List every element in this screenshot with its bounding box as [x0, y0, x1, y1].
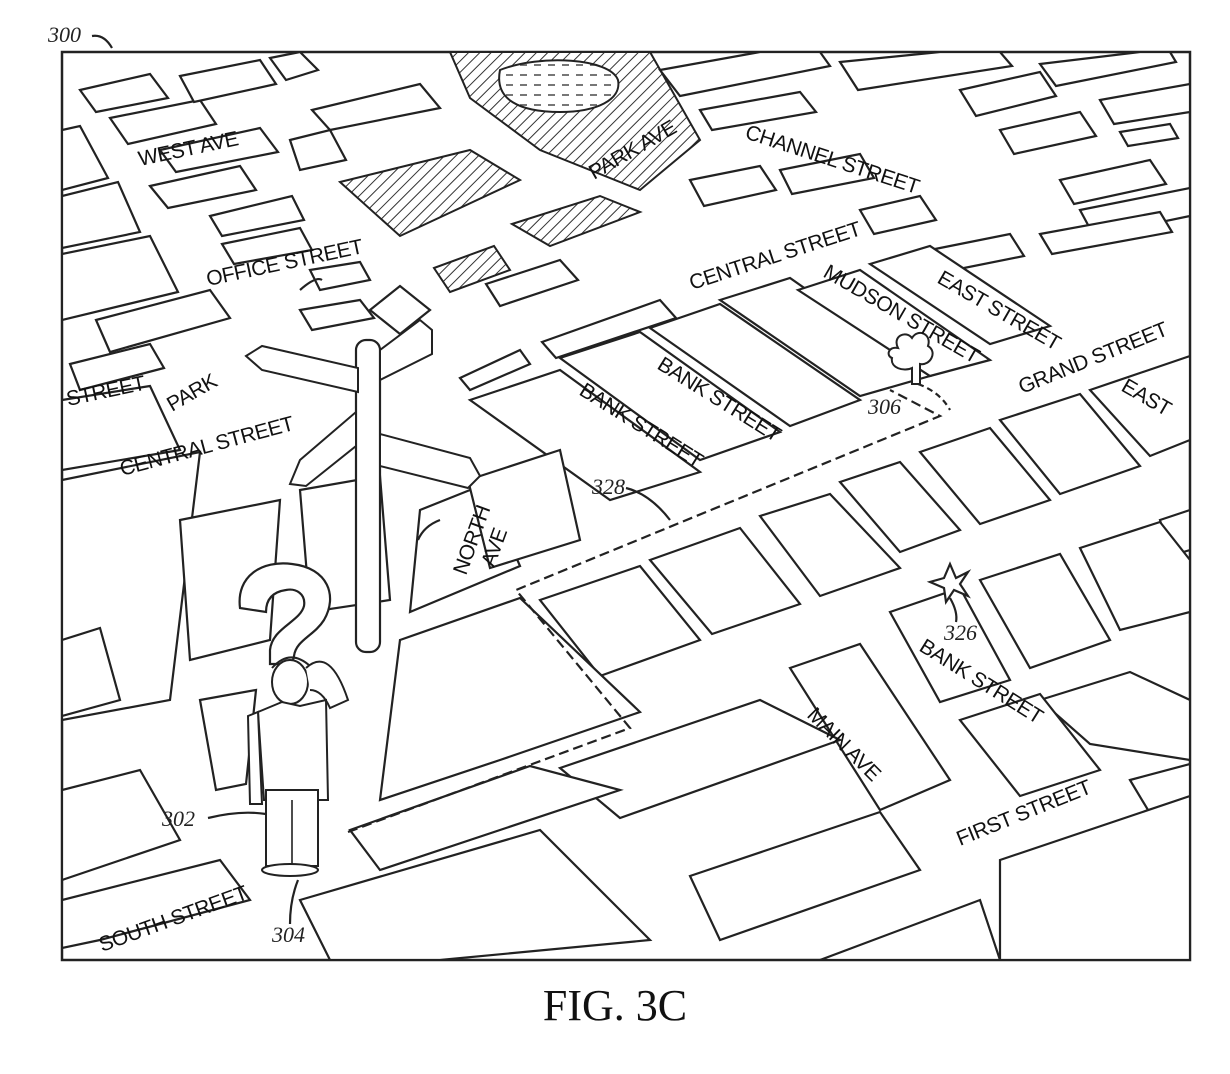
map-blocks [62, 52, 1190, 960]
ref-306-leader [917, 382, 951, 411]
route-path [347, 389, 943, 834]
office-street-leader [299, 278, 323, 291]
ref-306-label: 306 [867, 394, 901, 419]
tree-icon [887, 331, 934, 385]
north-ave-leader [416, 518, 441, 541]
ref-300-leader [91, 34, 113, 49]
signpost-icon [244, 318, 482, 654]
person-icon [246, 656, 350, 877]
ref-328-leader [625, 486, 671, 521]
ref-302-label: 302 [161, 806, 195, 831]
ref-326-label: 326 [943, 620, 977, 645]
ref-300-label: 300 [47, 22, 81, 47]
ref-304-label: 304 [271, 922, 305, 947]
park-small-2 [432, 244, 512, 294]
ref-326-leader [949, 597, 958, 623]
park-mid [337, 148, 523, 238]
ref-302-leader [207, 811, 267, 820]
ref-328-label: 328 [591, 474, 625, 499]
figure-caption: FIG. 3C [543, 981, 687, 1030]
ref-304-leader [288, 879, 300, 925]
star-icon [926, 561, 972, 606]
pond [498, 59, 620, 114]
park-small-1 [509, 194, 643, 248]
